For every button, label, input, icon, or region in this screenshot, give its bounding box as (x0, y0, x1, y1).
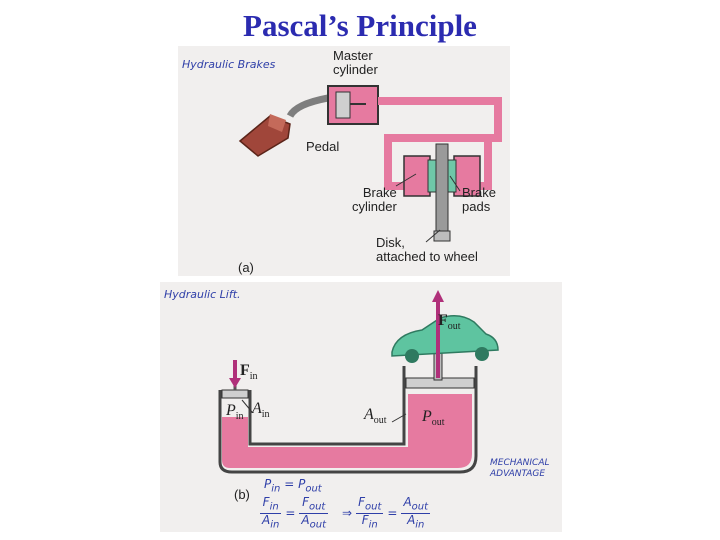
a-in-label: Ain (252, 400, 270, 421)
brake-pads-label: Brake pads (462, 185, 496, 214)
panel-b-label: (b) (234, 487, 250, 502)
lift-handwritten-note: Hydraulic Lift. (164, 288, 241, 301)
left-brake-cylinder (403, 155, 431, 197)
brake-cylinder-label: Brake cylinder (352, 185, 397, 214)
main-pipe (378, 97, 502, 142)
f-in-label: Fin (240, 362, 258, 383)
pedal-arm (286, 94, 329, 118)
p-in-label: Pin (226, 402, 244, 423)
f-in-arrowhead (229, 378, 241, 388)
brakes-handwritten-note: Hydraulic Brakes (182, 58, 276, 71)
disk-leader (425, 229, 441, 243)
lift-container-walls (218, 366, 478, 474)
implies-arrow: ⇒ (342, 506, 353, 521)
brakes-drawing (238, 85, 502, 243)
wheel-axle (433, 230, 451, 242)
f-out-label: Fout (438, 312, 461, 333)
lift-drawing (218, 290, 499, 474)
car-rear-wheel (475, 347, 489, 361)
hydraulic-lift-figure: Hydraulic Lift. Fout Fin Pin Ain Aout Po… (160, 282, 562, 532)
slide-title: Pascal’s Principle (243, 8, 477, 43)
pedal-shoe (268, 114, 286, 132)
pressure-equation: Pin = Pout (264, 477, 322, 495)
right-brake-pad (447, 159, 457, 193)
master-cylinder-label: Master cylinder (333, 48, 378, 77)
lift-fluid (222, 394, 472, 468)
disk-label: Disk, attached to wheel (376, 235, 478, 264)
a-out-label: Aout (364, 406, 387, 427)
a-out-leader (391, 413, 407, 423)
mechanical-advantage-note: MECHANICAL ADVANTAGE (490, 458, 550, 479)
car (391, 315, 499, 357)
f-out-arrowhead (432, 290, 444, 302)
master-piston (335, 91, 351, 119)
a-in-leader (241, 399, 253, 413)
brake-disk (435, 143, 449, 235)
p-out-label: Pout (422, 408, 445, 429)
left-brake-pad (427, 159, 437, 193)
hydraulic-brakes-figure: Hydraulic Brakes Master cylinder Pedal B… (178, 46, 510, 276)
pedal-label: Pedal (306, 139, 340, 154)
car-front-wheel (405, 349, 419, 363)
brake-pads-leader (449, 175, 461, 192)
brake-cylinder-leader (395, 173, 417, 187)
small-piston (221, 389, 249, 399)
panel-a-label: (a) (238, 260, 254, 275)
